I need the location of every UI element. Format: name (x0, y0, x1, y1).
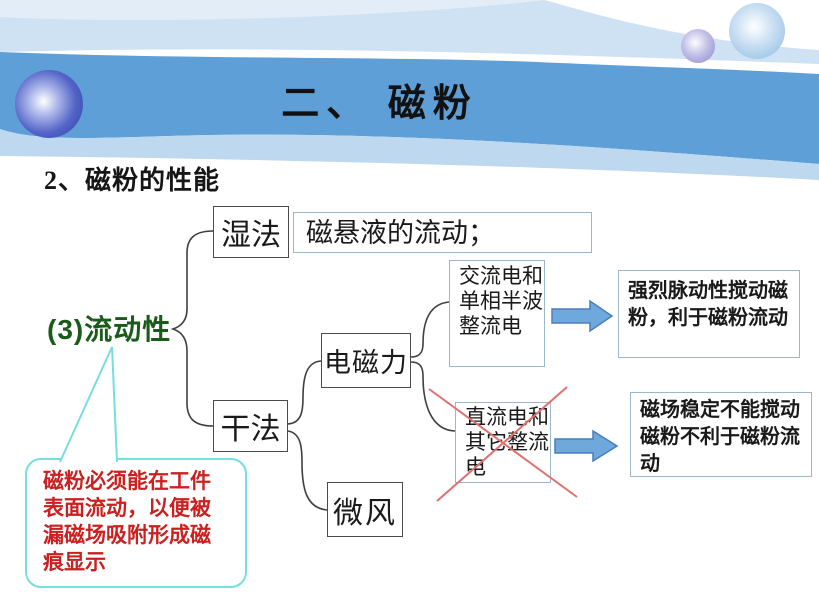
decoration-sphere-left (15, 70, 83, 138)
dc-current-box: 直流电和其它整流电 (455, 402, 551, 483)
callout-pointer (59, 346, 118, 463)
page-title: 二、 磁粉 (281, 83, 478, 125)
connector-dry-emf (287, 360, 322, 425)
connector-emf-dc (410, 361, 456, 432)
connector-dry-breeze (287, 430, 328, 511)
wave-light-bottom (0, 129, 819, 180)
electromagnetic-force-box: 电磁力 (321, 333, 411, 388)
arrow-right-icon (551, 299, 614, 333)
header-wave-graphic (0, 0, 819, 180)
wet-result-box: 磁悬液的流动； (293, 212, 592, 253)
breeze-box: 微风 (327, 482, 403, 537)
wave-main-band (0, 52, 819, 164)
decoration-sphere-small (681, 29, 715, 63)
brace-connector (170, 230, 214, 427)
connector-emf-ac (410, 301, 450, 358)
wet-method-box: 湿法 (213, 206, 289, 258)
fluidity-label: (3)流动性 (47, 314, 172, 345)
arrow-right-icon (554, 429, 619, 463)
section-subtitle: 2、磁粉的性能 (44, 166, 221, 195)
dry-method-box: 干法 (213, 400, 288, 452)
ac-current-box: 交流电和单相半波整流电 (449, 260, 545, 367)
wave-light-top2 (0, 0, 545, 21)
decoration-sphere-big (729, 3, 785, 59)
dc-result-box: 磁场稳定不能搅动磁粉不利于磁粉流动 (630, 392, 812, 477)
callout-note: 磁粉必须能在工件表面流动，以便被漏磁场吸附形成磁痕显示 (25, 458, 247, 588)
ac-result-box: 强烈脉动性搅动磁粉，利于磁粉流动 (618, 270, 800, 358)
